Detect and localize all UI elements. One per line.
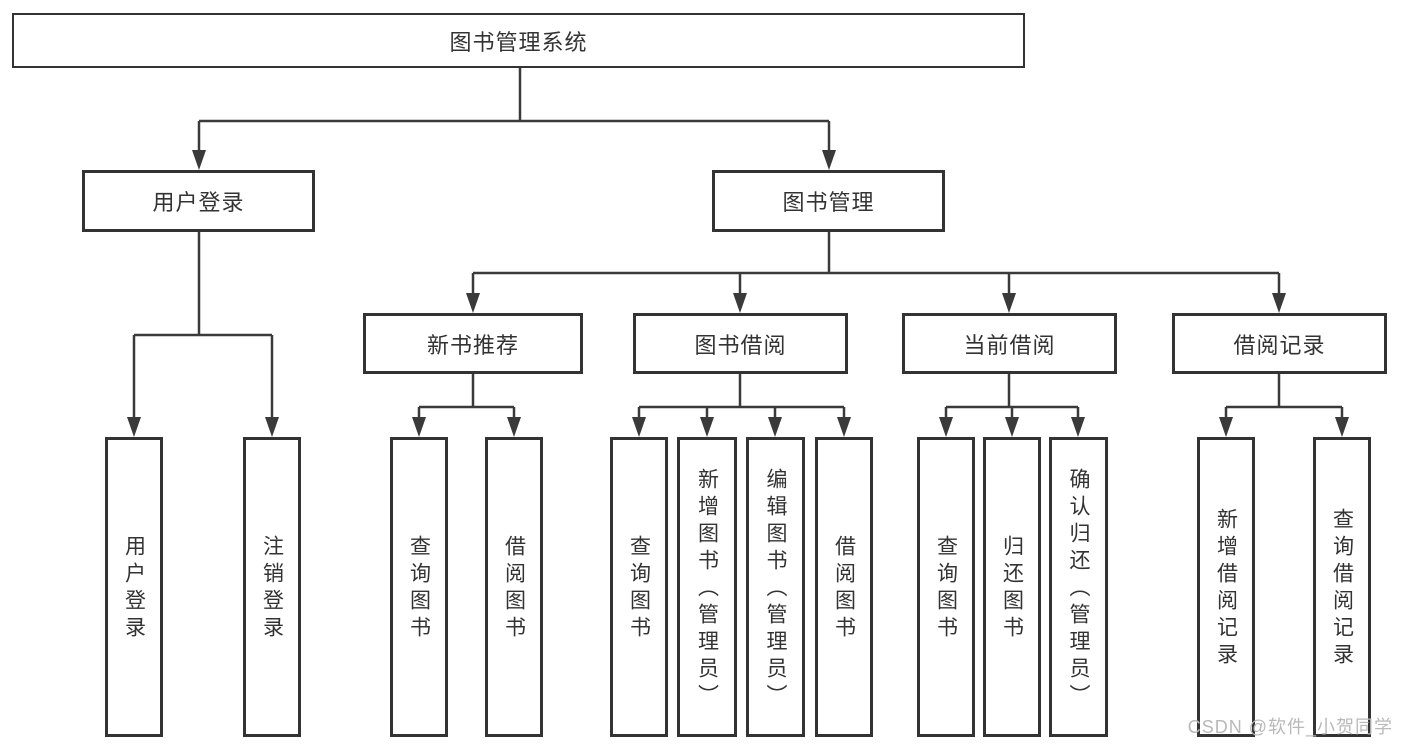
node-leaf-query-books-recommend: 查询图书	[390, 437, 448, 737]
node-label: 用户登录	[152, 190, 245, 215]
csdn-watermark: CSDN @软件_小贺同学	[1187, 717, 1393, 737]
node-label: 新增借阅记录	[1214, 508, 1238, 670]
node-leaf-confirm-return-admin: 确认归还（管理员）	[1049, 437, 1108, 737]
node-label: 新增图书（管理员）	[695, 467, 719, 711]
node-book-management: 图书管理	[712, 170, 945, 232]
node-leaf-query-books-borrow: 查询图书	[610, 437, 668, 737]
node-leaf-add-borrow-record: 新增借阅记录	[1197, 437, 1255, 737]
node-leaf-user-login: 用户登录	[105, 437, 163, 737]
node-label: 确认归还（管理员）	[1067, 467, 1090, 711]
node-borrow-records: 借阅记录	[1172, 313, 1387, 374]
node-leaf-logout: 注销登录	[243, 437, 301, 737]
node-leaf-add-books-admin: 新增图书（管理员）	[677, 437, 737, 737]
arrowheads	[127, 150, 1349, 437]
node-label: 图书借阅	[694, 332, 787, 358]
node-user-login: 用户登录	[82, 170, 315, 232]
node-leaf-edit-books-admin: 编辑图书（管理员）	[746, 437, 805, 737]
node-label: 用户登录	[122, 535, 146, 643]
node-leaf-query-borrow-record: 查询借阅记录	[1313, 437, 1371, 737]
node-leaf-borrow-books-recommend: 借阅图书	[485, 437, 543, 737]
node-label: 当前借阅	[963, 332, 1056, 358]
node-label: 查询图书	[627, 535, 651, 643]
node-label: 借阅图书	[502, 535, 526, 643]
node-leaf-borrow-books: 借阅图书	[815, 437, 873, 737]
node-label: 查询图书	[934, 535, 958, 643]
node-label: 查询借阅记录	[1330, 508, 1354, 670]
node-label: 归还图书	[1000, 535, 1024, 643]
node-label: 新书推荐	[426, 332, 519, 358]
node-label: 图书管理	[782, 190, 875, 215]
node-new-book-recommend: 新书推荐	[363, 313, 583, 374]
node-leaf-return-books: 归还图书	[983, 437, 1041, 737]
node-label: 查询图书	[407, 535, 431, 643]
node-label: 注销登录	[260, 535, 284, 643]
connector-lines	[132, 68, 1344, 433]
node-label: 借阅记录	[1233, 332, 1326, 358]
node-label: 图书管理系统	[449, 29, 588, 55]
node-current-borrow: 当前借阅	[902, 313, 1117, 374]
node-library-management-system: 图书管理系统	[12, 13, 1025, 68]
node-leaf-query-books-current: 查询图书	[917, 437, 975, 737]
node-label: 编辑图书（管理员）	[764, 467, 787, 711]
node-book-borrow: 图书借阅	[633, 313, 848, 374]
node-label: 借阅图书	[832, 535, 856, 643]
